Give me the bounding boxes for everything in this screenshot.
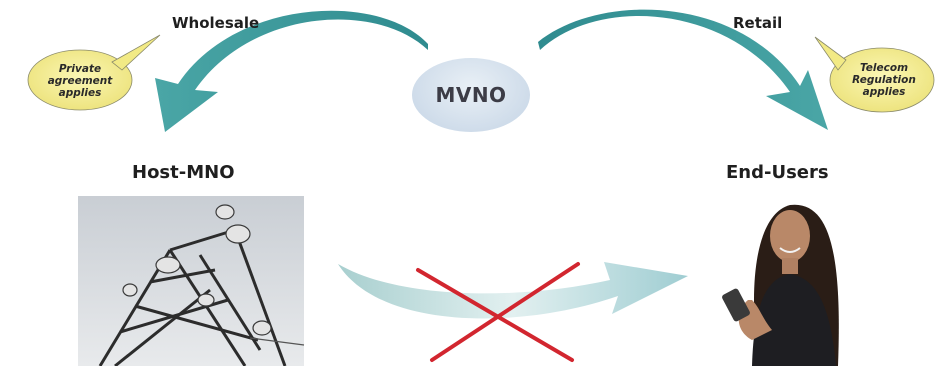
end-users-label: End-Users — [726, 162, 829, 183]
host-mno-label: Host-MNO — [132, 162, 235, 183]
direct-arrow — [338, 262, 688, 318]
telecom-line-3: applies — [842, 86, 926, 98]
mvno-label: MVNO — [435, 83, 506, 107]
retail-label: Retail — [733, 14, 782, 32]
private-line-3: applies — [40, 87, 120, 99]
telecom-line-2: Regulation — [842, 74, 926, 86]
private-line-2: agreement — [40, 75, 120, 87]
mvno-node: MVNO — [412, 58, 530, 132]
retail-arrow — [538, 10, 828, 130]
telecom-tower-icon — [78, 196, 304, 366]
telecom-regulation-text: Telecom Regulation applies — [842, 62, 926, 98]
woman-with-phone-icon — [721, 205, 839, 366]
private-line-1: Private — [40, 63, 120, 75]
telecom-line-1: Telecom — [842, 62, 926, 74]
wholesale-label: Wholesale — [172, 14, 259, 32]
private-agreement-text: Private agreement applies — [40, 63, 120, 99]
